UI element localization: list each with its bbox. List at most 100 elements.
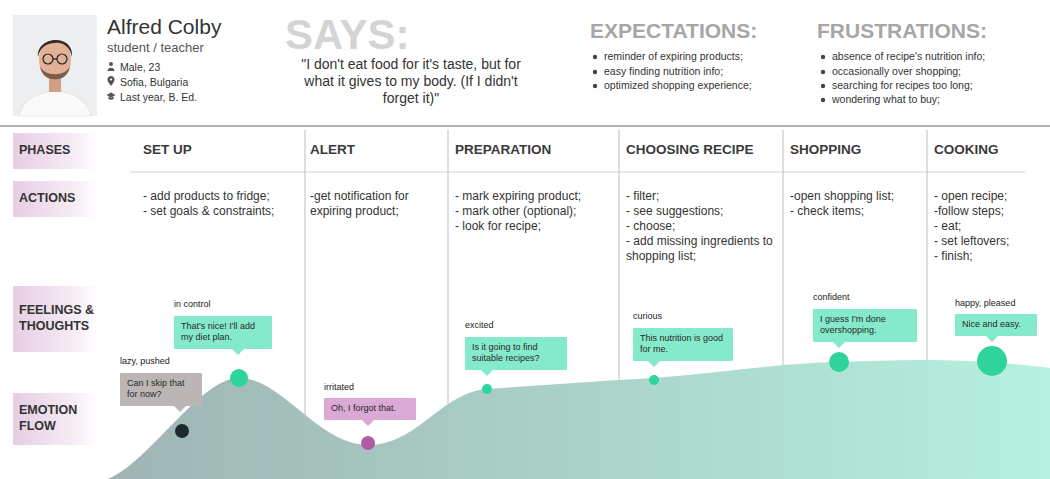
action-item: - set leftovers; xyxy=(934,234,1009,249)
feeling-label: irritated xyxy=(324,382,354,393)
bubble-pointer xyxy=(986,336,998,342)
row-label-text: PHASES xyxy=(19,143,70,159)
bubble-pointer xyxy=(481,370,493,376)
emotion-dot xyxy=(977,346,1007,376)
action-item: - look for recipe; xyxy=(455,219,541,234)
row-label-text: ACTIONS xyxy=(19,191,75,207)
photo-beard xyxy=(40,66,70,80)
list-item: searching for recipes too long; xyxy=(832,79,973,92)
detail-icons xyxy=(107,62,116,100)
person-icon xyxy=(109,62,113,66)
bullet-dot xyxy=(821,84,825,88)
action-item: - open recipe; xyxy=(934,189,1007,204)
thought-text: I guess I'm done overshopping. xyxy=(820,314,910,337)
thought-text: Can I skip that for now? xyxy=(127,378,195,401)
row-label-text: EMOTION FLOW xyxy=(19,403,99,434)
list-item: occasionally over shopping; xyxy=(832,65,961,78)
action-item: - filter; xyxy=(626,189,659,204)
top-rule xyxy=(0,125,1050,127)
photo-shirt xyxy=(19,91,91,116)
says-heading: SAYS: xyxy=(285,14,410,56)
list-item: optimized shopping experience; xyxy=(604,79,752,92)
thought-text: That's nice! I'll add my diet plan. xyxy=(181,321,265,344)
emotion-dot xyxy=(175,424,189,438)
persona-detail: Male, 23 xyxy=(120,61,160,74)
bullet-dot xyxy=(593,84,597,88)
feeling-label: lazy, pushed xyxy=(120,356,170,367)
row-label: PHASES xyxy=(13,133,99,169)
bubble-pointer xyxy=(232,349,244,355)
feeling-label: excited xyxy=(465,320,494,331)
action-item: - mark expiring product; xyxy=(455,189,581,204)
list-item: easy finding nutrition info; xyxy=(604,65,723,78)
emotion-dot xyxy=(361,436,375,450)
bubble-pointer xyxy=(362,420,374,426)
phase-name: COOKING xyxy=(934,142,999,159)
thought-text: Oh, I forgot that. xyxy=(331,403,409,415)
speech-bubble: curiousThis nutrition is good for me. xyxy=(633,328,733,361)
photo-glasses xyxy=(57,54,67,64)
speech-bubble: in controlThat's nice! I'll add my diet … xyxy=(174,316,272,349)
thought-text: Nice and easy. xyxy=(962,319,1030,331)
row-label: ACTIONS xyxy=(13,181,99,217)
photo-ground xyxy=(13,15,97,116)
emotion-curve xyxy=(108,360,1050,479)
row-label: FEELINGS & THOUGHTS xyxy=(13,286,99,352)
persona-photo xyxy=(13,15,97,116)
action-item: -follow steps; xyxy=(934,204,1004,219)
persona-detail: Last year, B. Ed. xyxy=(120,91,197,104)
action-item: - add products to fridge; xyxy=(143,189,270,204)
speech-bubble: excitedIs it going to find suitable reci… xyxy=(465,337,567,370)
emotion-dot xyxy=(649,375,659,385)
action-item: - eat; xyxy=(934,219,961,234)
bullet-dot xyxy=(821,70,825,74)
emotion-dot xyxy=(482,384,492,394)
pin-icon xyxy=(110,78,112,80)
bullet-dot xyxy=(821,98,825,102)
list-item: wondering what to buy; xyxy=(832,93,940,106)
persona-role: student / teacher xyxy=(107,40,204,56)
action-item: - add missing ingredients to shopping li… xyxy=(626,234,778,264)
speech-bubble: happy, pleasedNice and easy. xyxy=(955,314,1037,336)
emotion-dot xyxy=(230,369,248,387)
phase-name: SET UP xyxy=(143,142,192,159)
feeling-label: curious xyxy=(633,311,662,322)
section-heading: EXPECTATIONS: xyxy=(590,18,757,44)
bullet-dot xyxy=(593,55,597,59)
speech-bubble: irritatedOh, I forgot that. xyxy=(324,398,416,420)
persona-name: Alfred Colby xyxy=(107,14,221,40)
action-item: - finish; xyxy=(934,249,973,264)
speech-bubble: lazy, pushedCan I skip that for now? xyxy=(120,373,202,406)
feeling-label: happy, pleased xyxy=(955,298,1015,309)
bubble-pointer xyxy=(648,361,660,367)
bullet-dot xyxy=(593,70,597,74)
thought-text: Is it going to find suitable recipes? xyxy=(472,342,560,365)
persona-detail: Sofia, Bulgaria xyxy=(120,76,188,89)
feeling-label: confident xyxy=(813,292,850,303)
action-item: - set goals & constraints; xyxy=(143,204,274,219)
bullet-dot xyxy=(821,55,825,59)
list-item: absence of recipe's nutrition info; xyxy=(832,50,985,63)
pin-icon xyxy=(108,76,115,86)
phase-name: CHOOSING RECIPE xyxy=(626,142,754,159)
person-icon xyxy=(108,68,115,71)
bubble-pointer xyxy=(174,406,186,412)
speech-bubble: confidentI guess I'm done overshopping. xyxy=(813,309,917,342)
feeling-label: in control xyxy=(174,299,211,310)
cap-icon xyxy=(109,96,114,99)
section-heading: FRUSTRATIONS: xyxy=(817,18,987,44)
action-item: -open shopping list; xyxy=(790,189,894,204)
phase-name: ALERT xyxy=(310,142,355,159)
cap-icon xyxy=(107,93,116,98)
phase-name: SHOPPING xyxy=(790,142,861,159)
persona-quote: "I don't eat food for it's taste, but fo… xyxy=(292,56,530,107)
thought-text: This nutrition is good for me. xyxy=(640,333,726,356)
row-label-text: FEELINGS & THOUGHTS xyxy=(19,303,99,334)
action-item: - choose; xyxy=(626,219,675,234)
action-item: - see suggestions; xyxy=(626,204,723,219)
header-rule xyxy=(130,172,1025,173)
action-item: - check items; xyxy=(790,204,864,219)
bubble-pointer xyxy=(833,342,845,348)
photo-glasses xyxy=(43,54,53,64)
photo-glasses xyxy=(53,58,57,59)
